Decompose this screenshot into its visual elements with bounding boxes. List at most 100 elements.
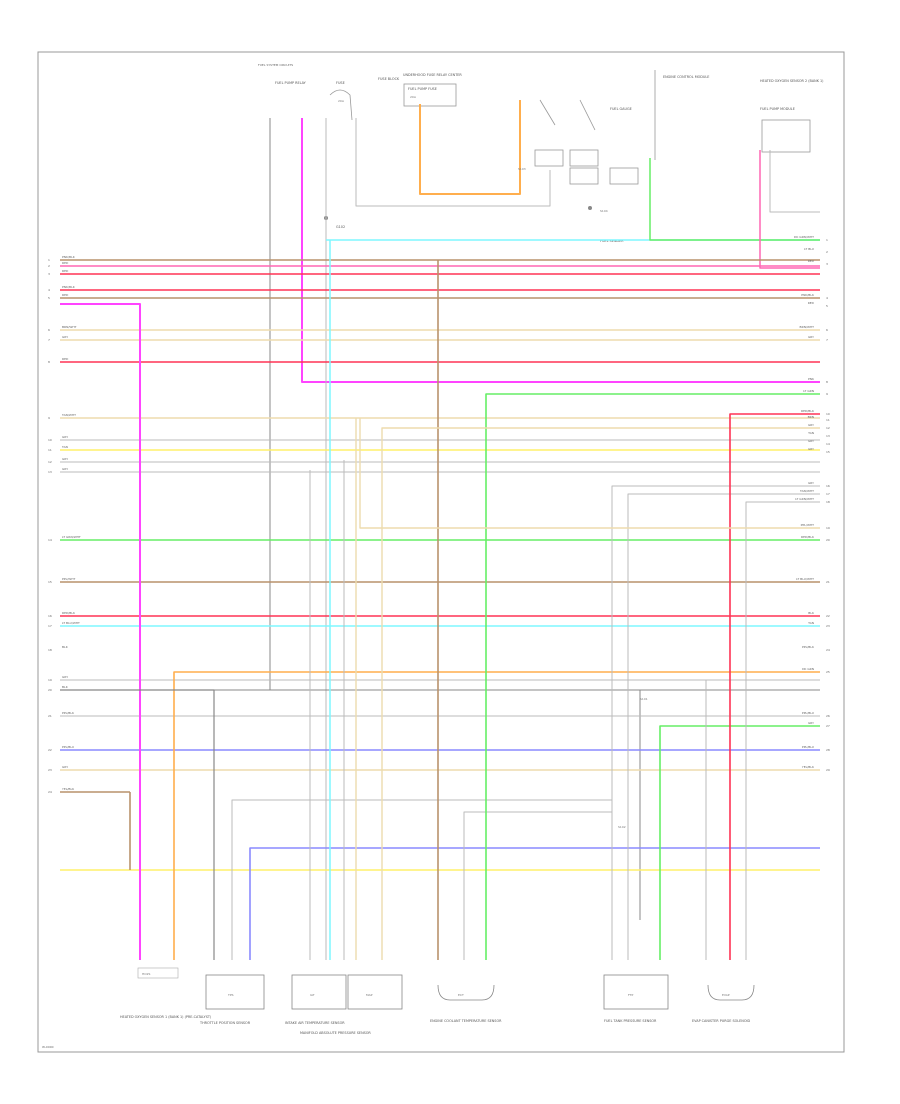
left-wire-label-6: BRN/WHT [62,325,77,329]
component-box-c2 [205,974,265,1010]
left-wire-label-23: GRY [62,765,68,769]
wire-feed-gray-3 [355,118,551,207]
wire-feed-green-top [649,158,820,241]
right-wire-number-1: 1 [826,238,828,242]
component-code-c7: EVAP [722,993,730,997]
right-wire-number-10: 10 [826,412,830,416]
right-wire-label-19: PPL/WHT [801,523,815,527]
right-wire-label-21: LT BLU/WHT [796,577,814,581]
right-wire-label-2: LT BLU [804,247,814,251]
left-wire-label-10: GRY [62,435,68,439]
component-box-c6 [603,974,669,1010]
left-wire-number-20: 20 [48,688,52,692]
left-wire-label-16: RED/BLK [62,611,76,615]
right-wire-number-23: 23 [826,624,830,628]
right-wire-label-4: PNK/BLK [801,293,815,297]
left-wire-label-24: YEL/BLK [62,787,75,791]
right-wire-label-27: GRY [808,721,814,725]
right-wire-label-16: GRY [808,481,814,485]
right-wire-number-29: 29 [826,768,830,772]
component-name-c4: MANIFOLD ABSOLUTE PRESSURE SENSOR [300,1031,371,1035]
fuel-pump-relay-label: FUEL PUMP RELAY [275,81,307,85]
right-wire-number-7: 7 [826,338,828,342]
left-wire-number-5: 5 [48,296,50,300]
component-code-c1: HO2S [142,972,151,976]
right-wire-number-2: 2 [826,250,828,254]
fuel-pump-fuse-label: FUEL PUMP FUSE [408,87,437,91]
right-wire-number-4: 4 [826,296,828,300]
left-wire-number-14: 14 [48,538,52,542]
right-subcomponent-label: FUEL PUMP MODULE [760,107,795,111]
component-name-c1: HEATED OXYGEN SENSOR 1 (BANK 1) (PRE-CAT… [120,1015,212,1019]
left-wire-number-2: 2 [48,264,50,268]
left-wire-number-4: 4 [48,288,50,292]
left-wire-number-3: 3 [48,272,50,276]
right-wire-number-9: 9 [826,392,828,396]
splice-label-1: S101 [640,697,648,701]
left-wire-label-12: GRY [62,457,68,461]
left-wire-label-7: GRY [62,335,68,339]
fuel-gauge-label: FUEL GAUGE [610,107,632,111]
right-component-label: HEATED OXYGEN SENSOR 2 (BANK 1) [760,79,824,83]
right-wire-number-8: 8 [826,380,828,384]
left-wire-number-19: 19 [48,678,52,682]
right-wire-number-22: 22 [826,614,830,618]
diagram-frame [37,51,845,1053]
relay-box-c [569,167,599,185]
right-wire-number-13: 13 [826,434,830,438]
component-name-c5: ENGINE COOLANT TEMPERATURE SENSOR [430,1019,502,1023]
left-wire-label-13: GRY [62,467,68,471]
right-wire-label-11: BRN [808,415,814,419]
relay-box-b [569,149,599,167]
wire-down-orange [173,671,820,960]
component-name-c7: EVAP CANISTER PURGE SOLENOID [692,1019,750,1023]
left-wire-number-18: 18 [48,648,52,652]
left-wire-label-2: RED [62,261,69,265]
left-wire-label-11: TAN [61,445,68,449]
right-wire-number-15: 15 [826,450,830,454]
component-code-c2: TPS [227,993,234,997]
component-name-c2: THROTTLE POSITION SENSOR [199,1021,251,1025]
mini-fuse-label: 20A [410,95,417,99]
left-wire-label-3: RED [62,269,69,273]
wire-down-gray-6 [611,485,820,960]
fuse-symbol [329,89,353,121]
wire-down-magenta [60,303,141,960]
wire-down-gray-7 [627,493,820,960]
right-wire-label-28: PPL/BLU [802,745,814,749]
right-wire-number-21: 21 [826,580,830,584]
corner-code: W-0000 [42,1045,54,1049]
wire-feed-pink-top [759,150,820,269]
right-wire-label-15: GRY [808,447,814,451]
left-wire-label-15: PPL/WHT [62,577,76,581]
right-wire-label-1: DK GRN/WHT [794,235,814,239]
right-wire-number-27: 27 [826,724,830,728]
top-caption: FUEL SYSTEM CIRCUITS [258,63,293,67]
relay-box-d [609,167,639,185]
right-wire-number-25: 25 [826,670,830,674]
splice-label-4: S104 [600,209,608,213]
splices: S101 S102 S103 S104 [518,167,648,829]
component-code-c3: IAT [310,993,315,997]
wire-feed-magenta [301,118,820,383]
right-wire-label-6: BRN/WHT [800,325,815,329]
fuse-block-label: FUSE BLOCK [378,77,400,81]
right-wire-label-3: RED [808,259,815,263]
splice-label-2: S102 [618,825,626,829]
underhood-box-label: UNDERHOOD FUSE RELAY CENTER [403,73,462,77]
wire-down-green [485,393,820,960]
relay-switch-b [579,99,596,131]
right-wire-number-12: 12 [826,426,830,430]
left-wire-number-12: 12 [48,460,52,464]
right-wire-label-8: PNK [808,377,815,381]
fuse-label: FUSE [336,81,345,85]
right-wire-number-3: 3 [826,262,828,266]
left-wire-number-13: 13 [48,470,52,474]
bottom-captions: HEATED OXYGEN SENSOR 1 (BANK 1) (PRE-CAT… [120,1015,750,1035]
left-wire-number-23: 23 [48,768,52,772]
left-wire-number-16: 16 [48,614,52,618]
wire-down-gray-9 [745,501,820,960]
component-box-c5 [437,984,495,1001]
wire-feed-gray-4 [769,150,820,213]
